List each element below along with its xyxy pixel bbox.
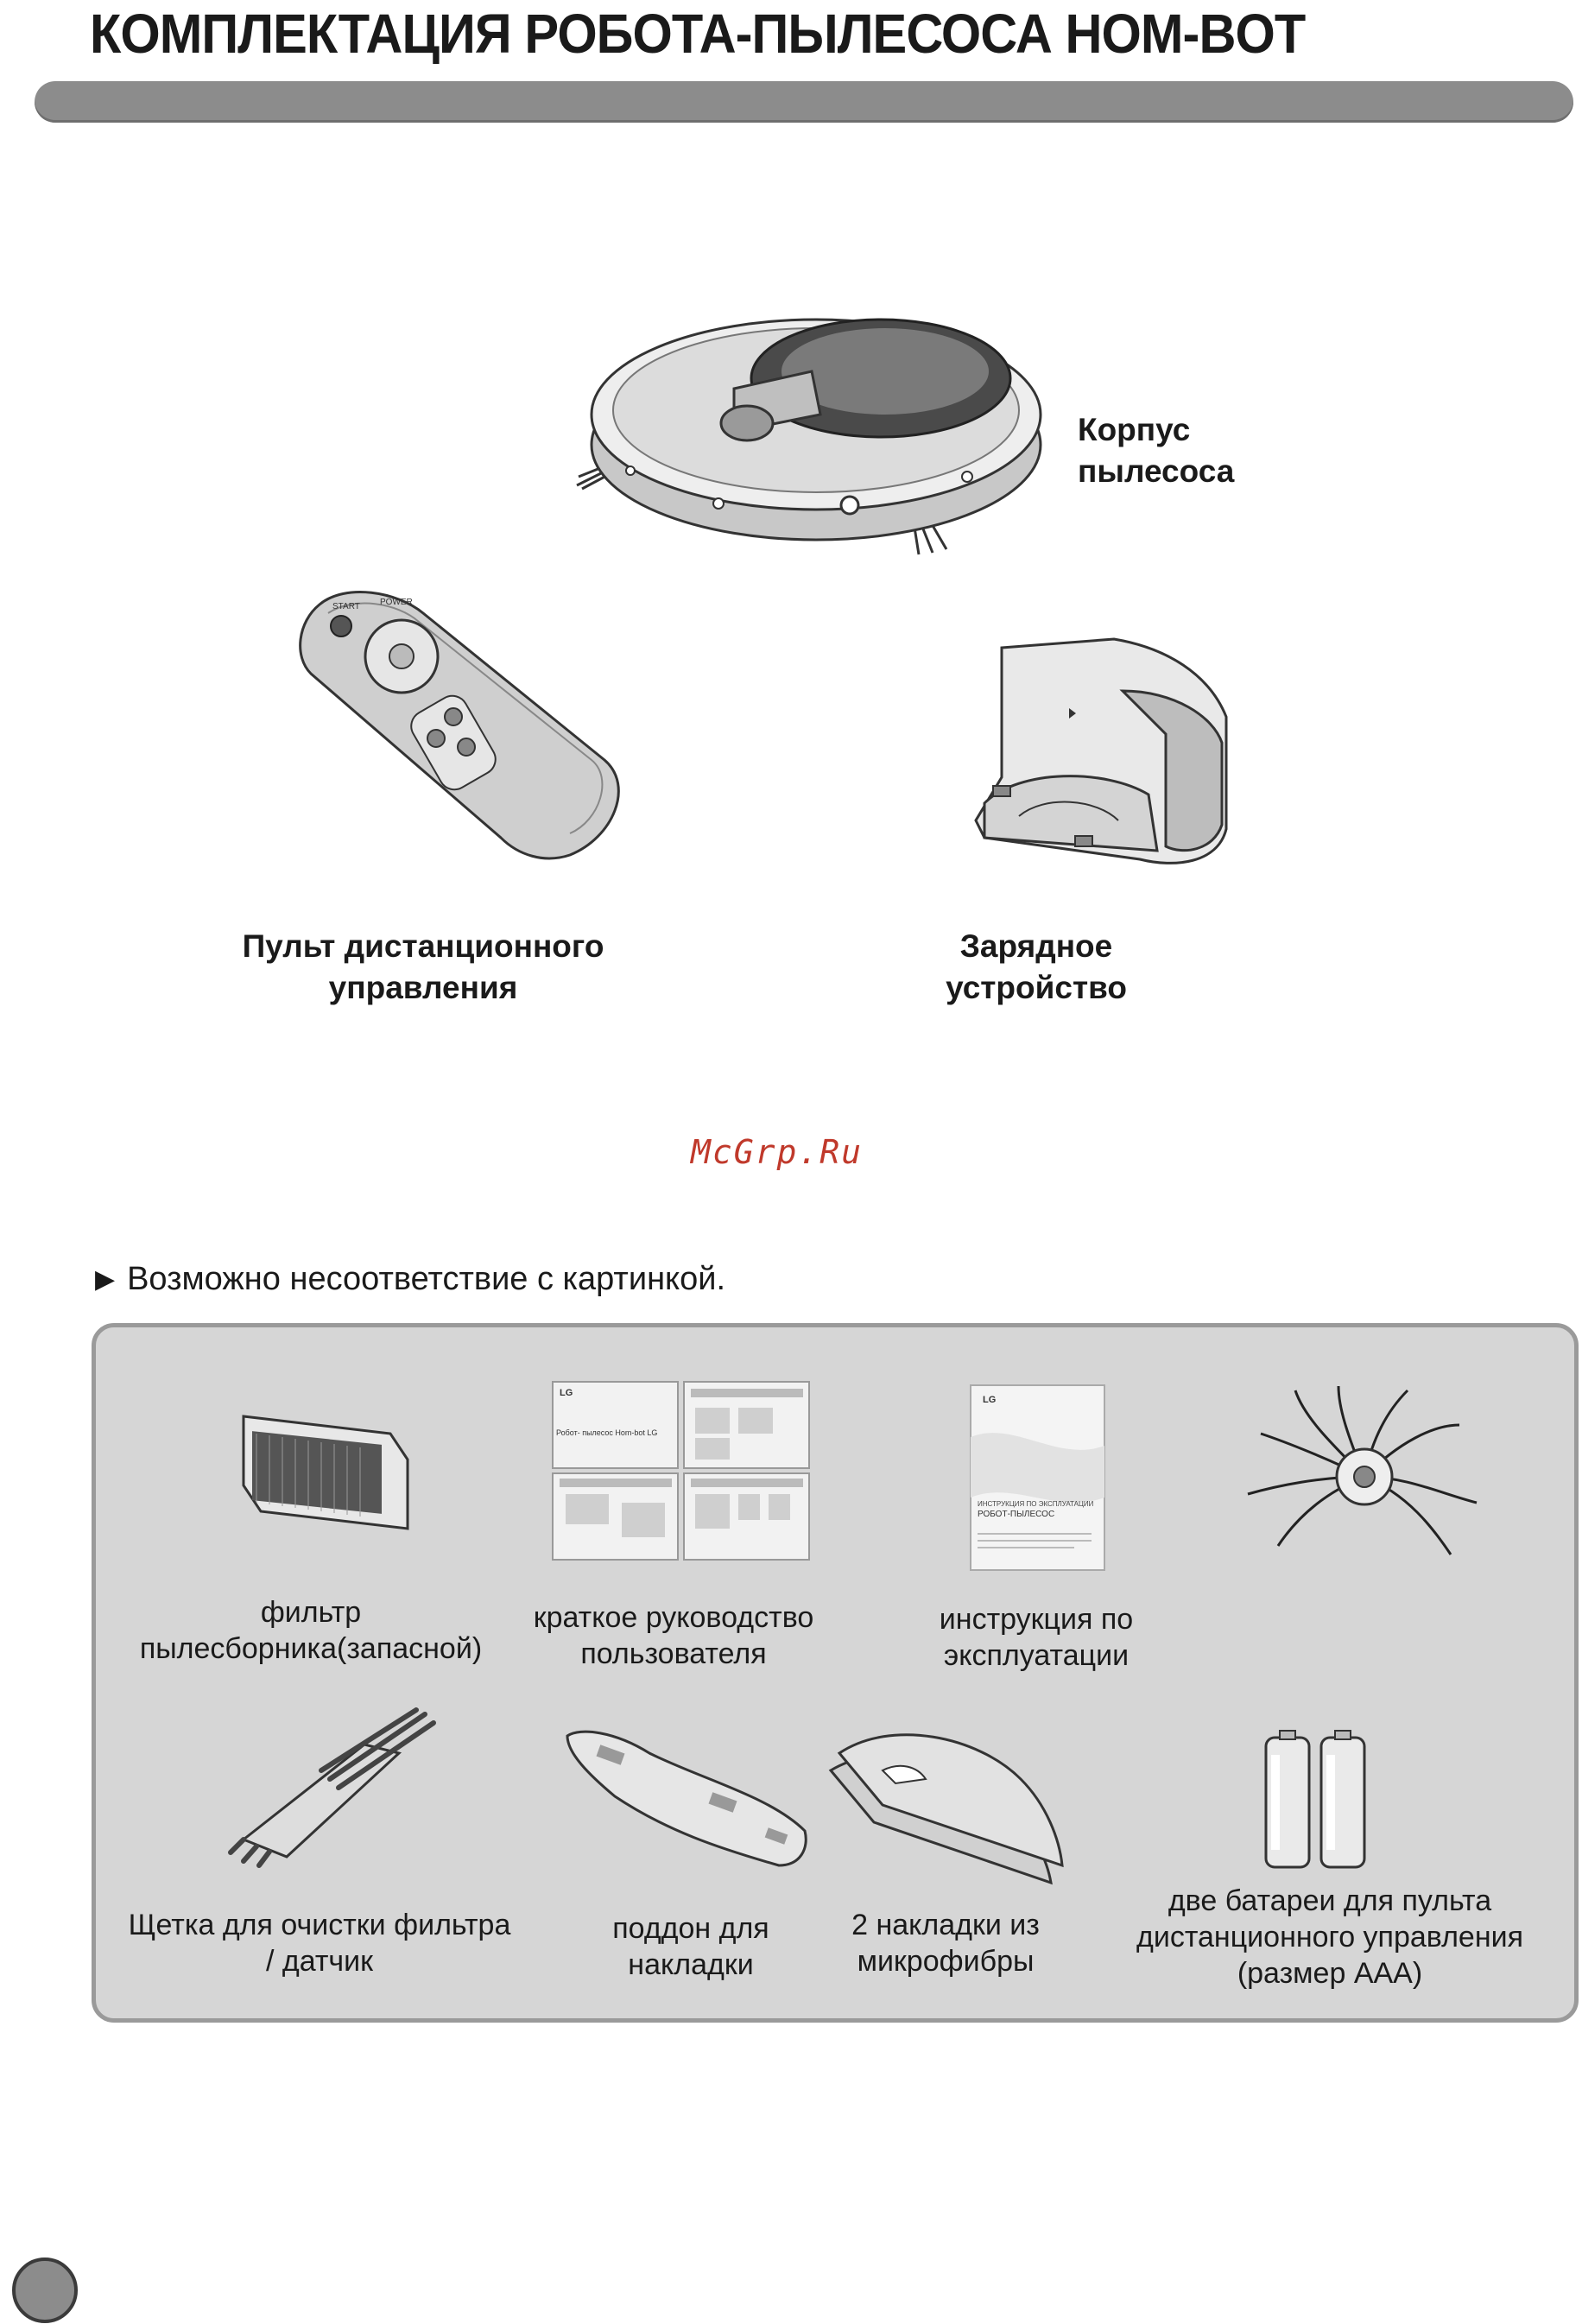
remote-label: Пульт дистанционного управления <box>207 926 639 1009</box>
remote-label-line1: Пульт дистанционного <box>242 928 604 964</box>
accessory-label-line1: инструкция по <box>939 1603 1134 1636</box>
remote-label-line2: управления <box>328 970 518 1005</box>
body-label-line2: пылесоса <box>1078 453 1235 489</box>
note: ▶ Возможно несоответствие с картинкой. <box>95 1261 725 1298</box>
accessory-label-line2: пылесборника(запасной) <box>139 1632 483 1665</box>
accessory-label-line2: дистанционного управления <box>1136 1921 1523 1954</box>
accessory-label: поддон для накладки <box>561 1910 820 1983</box>
accessory-label-line2: микрофибры <box>857 1945 1035 1978</box>
remote-control-image: START POWER <box>299 591 620 860</box>
accessory-label-line1: 2 накладки из <box>851 1909 1040 1941</box>
accessory-label-line1: две батареи для пульта <box>1168 1884 1492 1917</box>
body-label-line1: Корпус <box>1078 412 1191 447</box>
charger-label-line1: Зарядное <box>959 928 1113 964</box>
charger-label-line2: устройство <box>946 970 1127 1005</box>
remote-power-label: POWER <box>380 598 413 607</box>
accessory-label: 2 накладки из микрофибры <box>816 1907 1075 1979</box>
accessory-label-line1: краткое руководство <box>533 1601 814 1634</box>
cleaning-brush-image <box>228 1707 436 1868</box>
accessory-label-line1: Щетка для очистки фильтра <box>128 1909 511 1941</box>
accessory-label: Щетка для очистки фильтра / датчик <box>112 1907 527 1979</box>
accessory-label: краткое руководство пользователя <box>509 1599 838 1672</box>
side-brush-image <box>1247 1385 1478 1555</box>
pad-holder-image <box>566 1730 807 1867</box>
accessory-label-line3: (размер AAA) <box>1237 1957 1423 1990</box>
quick-guide-title: Робот- пылесос Hom-bot LG <box>556 1428 657 1437</box>
manual-image: LG ИНСТРУКЦИЯ ПО ЭКСПЛУАТАЦИИ РОБОТ-ПЫЛЕ… <box>970 1384 1105 1571</box>
charger-label: Зарядное устройство <box>864 926 1209 1009</box>
accessory-label: две батареи для пульта дистанционного уп… <box>1105 1883 1554 1992</box>
robot-vacuum-image <box>576 318 1042 555</box>
remote-start-label: START <box>332 602 360 611</box>
note-text: Возможно несоответствие с картинкой. <box>127 1261 726 1297</box>
accessory-label-line2: накладки <box>628 1948 754 1981</box>
filter-image <box>242 1415 409 1530</box>
triangle-right-icon: ▶ <box>95 1265 116 1294</box>
quick-guide-brand: LG <box>560 1388 573 1398</box>
accessory-label-line2: эксплуатации <box>943 1639 1130 1672</box>
battery-image <box>1264 1730 1366 1869</box>
accessory-label-line1: фильтр <box>260 1596 362 1629</box>
accessory-label: фильтр пылесборника(запасной) <box>138 1594 484 1667</box>
watermark: McGrp.Ru <box>691 1133 864 1171</box>
manual-title-2: РОБОТ-ПЫЛЕСОС <box>978 1510 1054 1519</box>
accessory-label-line2: / датчик <box>265 1945 374 1978</box>
body-label: Корпус пылесоса <box>1078 409 1234 492</box>
manual-brand: LG <box>983 1395 996 1405</box>
microfiber-pad-image <box>828 1733 1064 1885</box>
page-title: КОМПЛЕКТАЦИЯ РОБОТА-ПЫЛЕСОСА HOM-BOT <box>90 3 1306 65</box>
accessory-label-line2: пользователя <box>580 1637 767 1670</box>
manual-title-1: ИНСТРУКЦИЯ ПО ЭКСПЛУАТАЦИИ <box>978 1500 1094 1508</box>
quick-guide-image: LG Робот- пылесос Hom-bot LG <box>552 1381 810 1561</box>
page-number-circle <box>12 2258 78 2323</box>
accessory-label: инструкция по эксплуатации <box>898 1601 1174 1674</box>
charging-dock-image <box>974 637 1228 864</box>
title-bar <box>35 81 1573 123</box>
accessory-label-line1: поддон для <box>612 1912 769 1945</box>
